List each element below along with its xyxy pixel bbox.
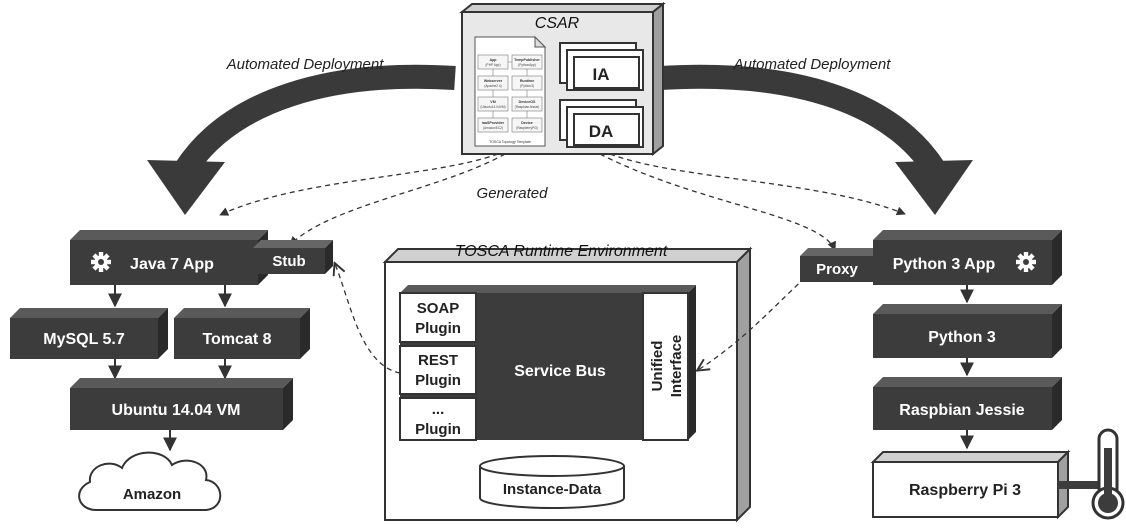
topology-node bbox=[511, 117, 543, 133]
topology-node-name: laaSProvider bbox=[482, 121, 505, 125]
unified-interface-line2: Interface bbox=[668, 335, 685, 398]
thermometer-icon bbox=[1058, 428, 1125, 520]
topology-node-type: (AmazonEC2) bbox=[483, 126, 503, 130]
unified-interface-line1: Unified bbox=[649, 341, 666, 392]
raspberry-pi-label: Raspberry Pi 3 bbox=[909, 482, 1021, 499]
plugin-rest-line2: Plugin bbox=[415, 372, 461, 389]
amazon-cloud: Amazon bbox=[78, 451, 222, 511]
topology-node-name: TempPublisher bbox=[514, 58, 540, 62]
proxy-label: Proxy bbox=[816, 261, 858, 278]
java-app-label: Java 7 App bbox=[130, 256, 214, 273]
da-box: DA bbox=[559, 99, 644, 148]
python-app-label: Python 3 App bbox=[893, 256, 996, 273]
raspbian-node: Raspbian Jessie bbox=[873, 377, 1062, 430]
topology-node-type: (RaspberryPi3) bbox=[516, 126, 537, 130]
gear-icon bbox=[1016, 252, 1036, 272]
deployment-arrow-right bbox=[659, 64, 973, 215]
mysql-node: MySQL 5.7 bbox=[10, 308, 168, 359]
deployment-arrow-left bbox=[147, 64, 456, 215]
raspberry-pi-node: Raspberry Pi 3 bbox=[870, 449, 1071, 520]
generated-label: Generated bbox=[477, 185, 549, 202]
topology-node-name: VM bbox=[490, 100, 495, 104]
runtime-title: TOSCA Runtime Environment bbox=[455, 243, 668, 260]
plugin-generic: ... Plugin bbox=[399, 397, 477, 441]
mysql-label: MySQL 5.7 bbox=[43, 331, 125, 348]
right-stack: Proxy Python 3 App Python 3 Raspbian Jes… bbox=[800, 230, 1125, 520]
topology-node-name: DeviceOS bbox=[519, 100, 536, 104]
topology-template-document: App(PHP App) Webserver(Apache2.4) VM(Ubunt… bbox=[474, 35, 547, 147]
automated-deployment-label-left: Automated Deployment bbox=[226, 56, 385, 73]
python-runtime-label: Python 3 bbox=[928, 329, 996, 346]
plugin-generic-line1: ... bbox=[432, 401, 445, 418]
topology-caption: TOSCA Topology Template bbox=[489, 140, 531, 144]
instance-data-store: Instance-Data bbox=[479, 455, 625, 509]
generated-arrows bbox=[219, 153, 906, 251]
tosca-runtime-environment: TOSCA Runtime Environment Service Bus SO… bbox=[382, 243, 753, 523]
topology-node-name: Runtime bbox=[520, 79, 534, 83]
topology-node bbox=[477, 117, 509, 133]
left-stack: Java 7 App Stub MySQL 5.7 Tomcat 8 bbox=[10, 230, 333, 511]
runtime-communication-arrows bbox=[335, 264, 806, 374]
ia-label: IA bbox=[593, 65, 610, 84]
topology-node-type: (Ubuntu14.04VM) bbox=[480, 105, 505, 109]
plugin-rest-line1: REST bbox=[418, 352, 458, 369]
csar-title: CSAR bbox=[535, 15, 580, 32]
csar-box: CSAR App(PHP App)Webserver(Apache2.4)VM(… bbox=[459, 1, 666, 157]
raspbian-label: Raspbian Jessie bbox=[899, 402, 1025, 419]
java-app-node: Java 7 App bbox=[70, 230, 268, 285]
topology-node-type: (Python3) bbox=[520, 84, 534, 88]
ia-box: IA bbox=[559, 42, 644, 91]
topology-node-name: App bbox=[490, 58, 498, 62]
plugin-generic-line2: Plugin bbox=[415, 421, 461, 438]
stub-node: Stub bbox=[253, 240, 333, 274]
plugin-soap-line1: SOAP bbox=[417, 300, 460, 317]
topology-node-type: (Apache2.4) bbox=[484, 84, 501, 88]
topology-node-type: (PHP App) bbox=[486, 63, 501, 67]
ubuntu-vm-node: Ubuntu 14.04 VM bbox=[70, 378, 293, 430]
tomcat-node: Tomcat 8 bbox=[174, 308, 310, 359]
stub-label: Stub bbox=[272, 253, 305, 270]
python-app-node: Python 3 App bbox=[873, 230, 1062, 285]
topology-node-type: (PythonApp) bbox=[518, 63, 536, 67]
automated-deployment-label-right: Automated Deployment bbox=[733, 56, 892, 73]
instance-data-label: Instance-Data bbox=[503, 481, 602, 498]
da-label: DA bbox=[589, 122, 614, 141]
topology-node-name: Webserver bbox=[484, 79, 503, 83]
amazon-label: Amazon bbox=[123, 486, 181, 503]
unified-interface: Unified Interface bbox=[642, 292, 689, 441]
gear-icon bbox=[91, 252, 111, 272]
topology-node-name: Device bbox=[521, 121, 533, 125]
service-bus-label: Service Bus bbox=[514, 363, 606, 380]
plugin-rest: REST Plugin bbox=[399, 345, 477, 395]
proxy-node: Proxy bbox=[800, 248, 882, 282]
topology-node-type: (RaspbianJessie) bbox=[515, 105, 540, 109]
plugin-soap-line2: Plugin bbox=[415, 320, 461, 337]
tomcat-label: Tomcat 8 bbox=[202, 331, 271, 348]
ubuntu-vm-label: Ubuntu 14.04 VM bbox=[112, 402, 241, 419]
python-runtime-node: Python 3 bbox=[873, 304, 1062, 358]
plugin-soap: SOAP Plugin bbox=[399, 292, 477, 343]
